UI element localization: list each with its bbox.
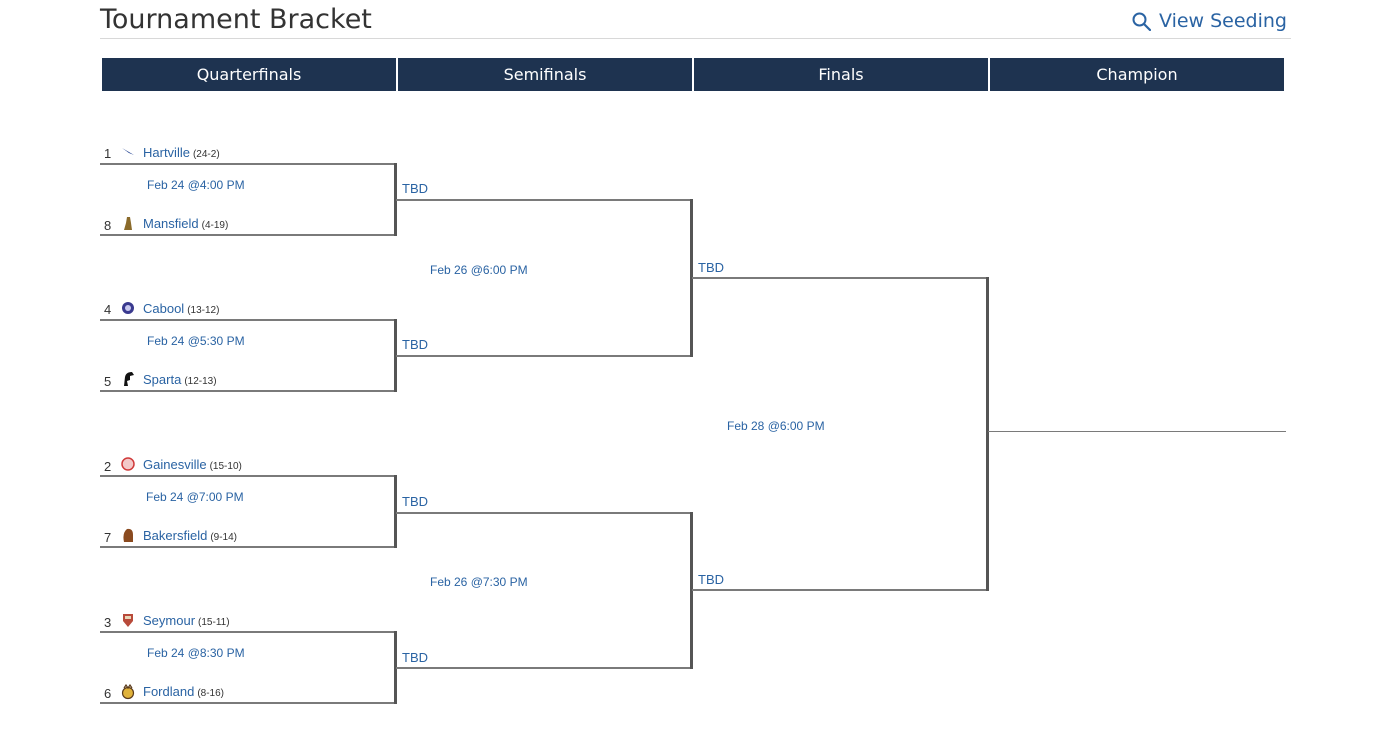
round-header-semifinals: Semifinals xyxy=(398,58,692,91)
team-hartville[interactable]: Hartville(24-2) xyxy=(143,145,220,160)
team-record: (24-2) xyxy=(192,149,220,160)
seed-number: 8 xyxy=(104,218,112,233)
bracket-line xyxy=(100,319,396,321)
team-seymour[interactable]: Seymour(15-11) xyxy=(143,613,230,628)
page-title: Tournament Bracket xyxy=(100,4,372,35)
team-name: Sparta xyxy=(143,372,182,387)
team-name: Hartville xyxy=(143,145,190,160)
bracket-line xyxy=(100,702,396,704)
game-time-link[interactable]: Feb 24 @4:00 PM xyxy=(147,178,245,192)
round-header-champion: Champion xyxy=(990,58,1284,91)
seed-number: 6 xyxy=(104,686,112,701)
team-fordland[interactable]: Fordland(8-16) xyxy=(143,684,224,699)
header-divider xyxy=(100,38,1291,39)
team-name: Gainesville xyxy=(143,457,207,472)
team-record: (9-14) xyxy=(210,532,237,543)
game-time-link[interactable]: Feb 26 @7:30 PM xyxy=(430,575,528,589)
team-name: Bakersfield xyxy=(143,528,208,543)
game-time-link[interactable]: Feb 26 @6:00 PM xyxy=(430,263,528,277)
game-time-link[interactable]: Feb 24 @8:30 PM xyxy=(147,646,245,660)
bracket-line xyxy=(692,589,988,591)
view-seeding-label: View Seeding xyxy=(1158,10,1287,32)
team-name: Fordland xyxy=(143,684,195,699)
mansfield-logo-icon xyxy=(124,217,132,230)
bracket-line xyxy=(692,277,988,279)
seed-number: 1 xyxy=(104,146,112,161)
tbd-slot: TBD xyxy=(402,181,428,196)
view-seeding-link[interactable]: View Seeding xyxy=(1132,10,1287,32)
team-cabool[interactable]: Cabool(13-12) xyxy=(143,301,219,316)
bracket-line xyxy=(396,667,692,669)
sparta-logo-icon xyxy=(124,372,134,386)
hartville-logo-icon xyxy=(122,148,134,155)
team-mansfield[interactable]: Mansfield(4-19) xyxy=(143,216,228,231)
bracket-line xyxy=(100,163,396,165)
bracket-line xyxy=(396,199,692,201)
champion-line xyxy=(988,431,1286,432)
game-time-link[interactable]: Feb 24 @7:00 PM xyxy=(146,490,244,504)
bracket-connector xyxy=(690,512,693,669)
team-bakersfield[interactable]: Bakersfield(9-14) xyxy=(143,528,237,543)
bracket-line xyxy=(100,546,396,548)
team-record: (15-11) xyxy=(198,617,230,628)
seed-number: 2 xyxy=(104,459,112,474)
tbd-slot: TBD xyxy=(698,572,724,587)
round-header-quarterfinals: Quarterfinals xyxy=(102,58,396,91)
tbd-slot: TBD xyxy=(402,650,428,665)
team-record: (12-13) xyxy=(184,376,217,387)
team-record: (13-12) xyxy=(187,305,220,316)
bracket-line xyxy=(396,355,692,357)
bracket-line xyxy=(396,512,692,514)
bracket-line xyxy=(100,390,396,392)
seed-number: 3 xyxy=(104,615,112,630)
team-name: Seymour xyxy=(143,613,196,628)
seed-number: 7 xyxy=(104,530,112,545)
team-sparta[interactable]: Sparta(12-13) xyxy=(143,372,217,387)
game-time-link[interactable]: Feb 24 @5:30 PM xyxy=(147,334,245,348)
bracket-line xyxy=(100,234,396,236)
bracket-connector xyxy=(986,277,989,591)
team-name: Cabool xyxy=(143,301,185,316)
seymour-logo-icon xyxy=(123,614,133,627)
gainesville-logo-icon xyxy=(121,457,135,471)
tbd-slot: TBD xyxy=(698,260,724,275)
team-record: (8-16) xyxy=(197,688,224,699)
round-header-finals: Finals xyxy=(694,58,988,91)
tbd-slot: TBD xyxy=(402,494,428,509)
cabool-logo-icon xyxy=(122,302,134,314)
bracket-line xyxy=(100,631,396,633)
team-name: Mansfield xyxy=(143,216,199,231)
fordland-logo-icon xyxy=(121,684,135,700)
bracket-connector xyxy=(690,199,693,357)
search-icon xyxy=(1132,12,1151,31)
team-record: (4-19) xyxy=(201,220,229,231)
bakersfield-logo-icon xyxy=(123,528,133,542)
seed-number: 4 xyxy=(104,302,112,317)
bracket-connector xyxy=(394,475,397,548)
bracket-connector xyxy=(394,319,397,392)
bracket-connector xyxy=(394,163,397,236)
team-gainesville[interactable]: Gainesville(15-10) xyxy=(143,457,242,472)
tbd-slot: TBD xyxy=(402,337,428,352)
bracket-line xyxy=(100,475,396,477)
seed-number: 5 xyxy=(104,374,112,389)
game-time-link[interactable]: Feb 28 @6:00 PM xyxy=(727,419,825,433)
team-record: (15-10) xyxy=(209,461,242,472)
bracket-connector xyxy=(394,631,397,704)
